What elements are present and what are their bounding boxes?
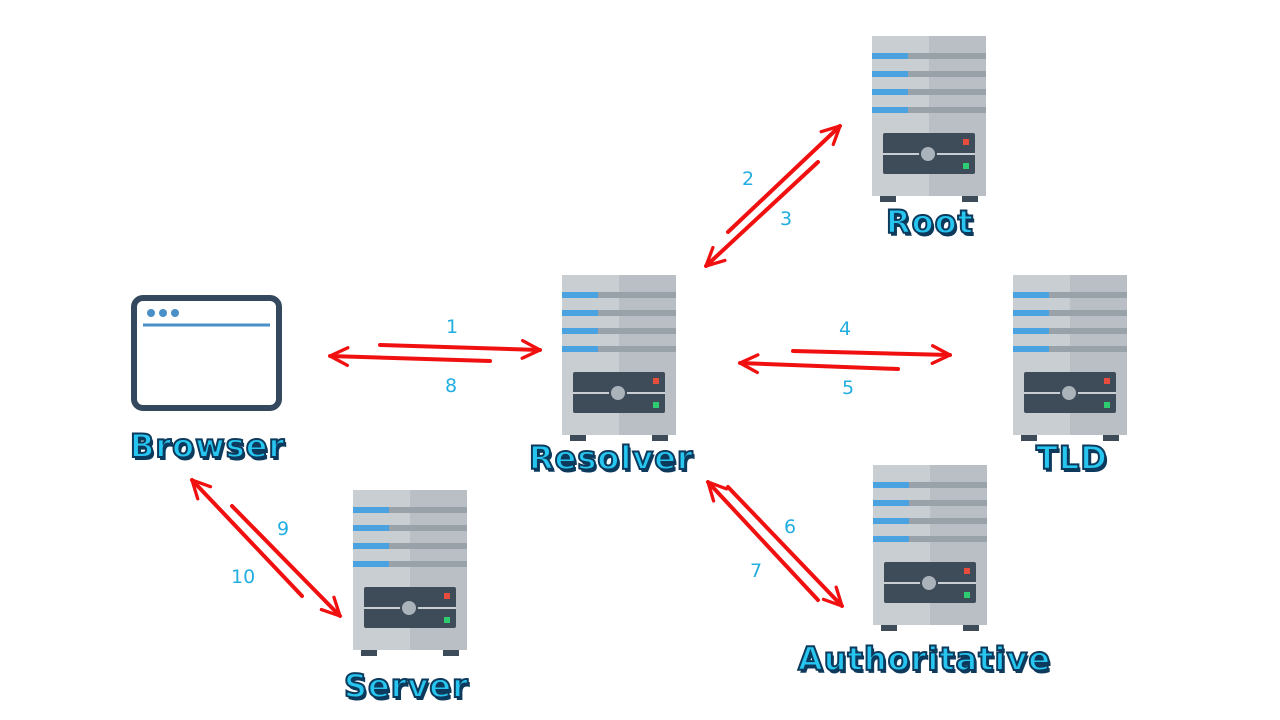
authoritative-server-icon [872,464,988,632]
step-1-label: 1 [446,316,459,338]
step-9-label: 9 [277,518,290,540]
web-server-icon [352,489,468,657]
server-label: Server [343,667,469,705]
resolver-label: Resolver [528,439,694,477]
step-4-label: 4 [839,318,852,340]
arrows-resolver-root [704,124,842,268]
step-2-label: 2 [742,168,755,190]
step-10-label: 10 [231,566,256,588]
authoritative-label: Authoritative [797,640,1052,678]
tld-server-icon [1012,274,1128,442]
step-8-label: 8 [445,375,458,397]
browser-label: Browser [129,427,286,465]
tld-label: TLD [1035,439,1108,477]
root-label: Root [885,203,974,241]
arrows-resolver-tld [738,344,952,375]
resolver-server-icon [561,274,677,442]
step-5-label: 5 [842,377,855,399]
arrows-browser-server [190,478,342,618]
root-server-icon [871,35,987,203]
step-7-label: 7 [750,560,763,582]
arrows-browser-resolver [328,339,542,367]
arrows-resolver-authoritative [706,480,844,608]
browser-window-icon [131,295,282,411]
step-3-label: 3 [780,208,793,230]
step-6-label: 6 [784,516,797,538]
